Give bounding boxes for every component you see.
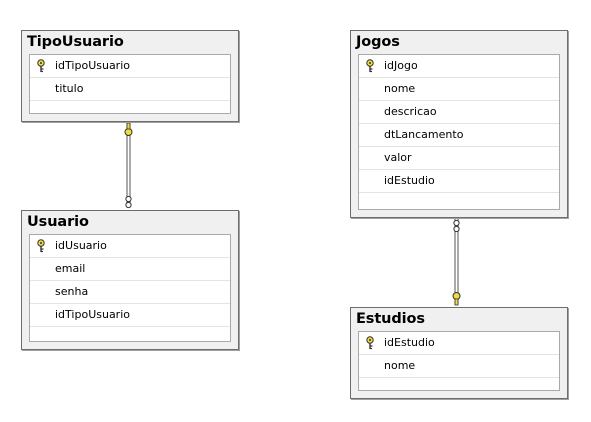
- column-row[interactable]: idEstudio: [359, 332, 559, 355]
- primary-key-icon: [366, 59, 374, 73]
- column-name: descricao: [384, 105, 437, 118]
- primary-key-icon: [366, 336, 374, 350]
- many-end-infinity-icon: [125, 195, 132, 209]
- column-name: valor: [384, 151, 412, 164]
- table-title: Estudios: [356, 311, 425, 327]
- column-row[interactable]: valor: [359, 147, 559, 170]
- primary-key-icon: [37, 59, 45, 73]
- column-name: email: [55, 262, 86, 275]
- primary-key-icon: [37, 239, 45, 253]
- one-end-key-icon: [124, 122, 133, 136]
- column-name: idEstudio: [384, 174, 435, 187]
- column-row[interactable]: idUsuario: [30, 235, 230, 258]
- column-name: nome: [384, 82, 416, 95]
- column-row[interactable]: nome: [359, 355, 559, 378]
- column-name: idTipoUsuario: [55, 59, 130, 72]
- column-row[interactable]: dtLancamento: [359, 124, 559, 147]
- table-usuario[interactable]: Usuario idUsuario email senha idTipoUsua…: [21, 210, 239, 350]
- relationship-estudios-jogos[interactable]: [452, 219, 461, 306]
- column-name: idJogo: [384, 59, 418, 72]
- one-end-key-icon: [452, 292, 461, 306]
- column-list: idJogo nome descricao dtLancamento valor…: [358, 54, 560, 210]
- column-row[interactable]: senha: [30, 281, 230, 304]
- column-name: idUsuario: [55, 239, 107, 252]
- column-row[interactable]: titulo: [30, 78, 230, 101]
- column-list: idEstudio nome: [358, 331, 560, 391]
- table-tipousuario[interactable]: TipoUsuario idTipoUsuario titulo: [21, 30, 239, 122]
- column-row[interactable]: idEstudio: [359, 170, 559, 193]
- column-row[interactable]: idTipoUsuario: [30, 304, 230, 327]
- table-title: TipoUsuario: [27, 34, 124, 50]
- column-row[interactable]: idTipoUsuario: [30, 55, 230, 78]
- column-name: dtLancamento: [384, 128, 464, 141]
- table-title: Jogos: [356, 34, 400, 50]
- table-jogos[interactable]: Jogos idJogo nome descricao dtLancamento…: [350, 30, 568, 218]
- column-row[interactable]: nome: [359, 78, 559, 101]
- column-name: nome: [384, 359, 416, 372]
- column-row[interactable]: descricao: [359, 101, 559, 124]
- column-list: idUsuario email senha idTipoUsuario: [29, 234, 231, 342]
- many-end-infinity-icon: [453, 219, 460, 233]
- table-estudios[interactable]: Estudios idEstudio nome: [350, 307, 568, 399]
- column-name: idEstudio: [384, 336, 435, 349]
- column-name: idTipoUsuario: [55, 308, 130, 321]
- relationship-tipousuario-usuario[interactable]: [124, 122, 133, 209]
- column-row[interactable]: email: [30, 258, 230, 281]
- column-name: senha: [55, 285, 89, 298]
- column-row[interactable]: idJogo: [359, 55, 559, 78]
- column-list: idTipoUsuario titulo: [29, 54, 231, 114]
- table-title: Usuario: [27, 214, 89, 230]
- column-name: titulo: [55, 82, 84, 95]
